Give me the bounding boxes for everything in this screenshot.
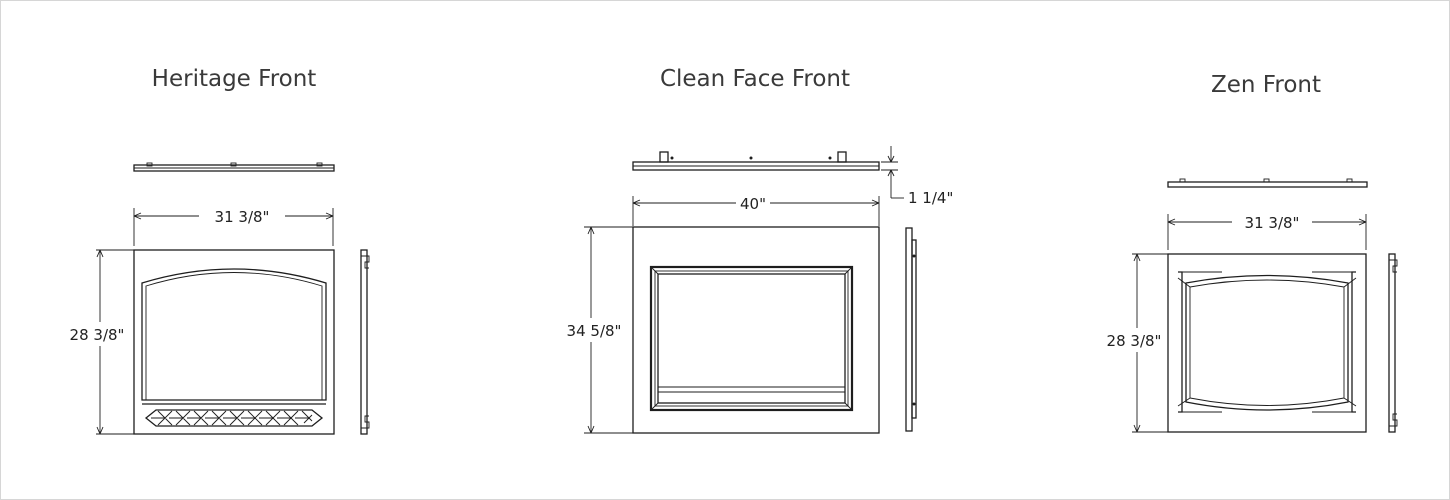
clean-face-depth-label: 1 1/4" <box>908 189 953 207</box>
zen-height-dimension <box>1132 253 1168 433</box>
heritage-front-view <box>133 249 335 435</box>
clean-face-depth-dimension <box>881 146 904 199</box>
heritage-grille <box>144 409 324 427</box>
heritage-side-view <box>360 249 370 435</box>
zen-side-view <box>1388 253 1398 433</box>
heritage-width-label: 31 3/8" <box>215 208 270 226</box>
clean-face-height-dimension <box>584 226 633 434</box>
clean-face-width-label: 40" <box>740 195 766 213</box>
clean-face-height-label: 34 5/8" <box>567 322 622 340</box>
zen-title: Zen Front <box>1211 72 1321 98</box>
heritage-title: Heritage Front <box>152 66 317 92</box>
zen-front-view <box>1167 253 1367 433</box>
heritage-height-label: 28 3/8" <box>70 326 125 344</box>
zen-height-label: 28 3/8" <box>1107 332 1162 350</box>
clean-face-width-dimension <box>632 196 880 226</box>
heritage-top-view <box>133 162 335 172</box>
clean-face-side-view <box>905 227 917 432</box>
clean-face-front: Clean Face Front 1 1/4" <box>567 66 953 434</box>
clean-face-top-view <box>632 151 880 171</box>
clean-face-front-view <box>632 226 880 434</box>
clean-face-title: Clean Face Front <box>660 66 850 92</box>
heritage-height-dimension <box>96 249 134 435</box>
heritage-front: Heritage Front 31 3/8" 28 3/8" <box>70 66 370 435</box>
zen-front: Zen Front 31 3/8" 28 3/8" <box>1107 72 1398 433</box>
zen-top-view <box>1167 178 1368 188</box>
zen-width-dimension <box>1167 214 1367 250</box>
heritage-width-dimension <box>133 208 334 246</box>
zen-width-label: 31 3/8" <box>1245 214 1300 232</box>
